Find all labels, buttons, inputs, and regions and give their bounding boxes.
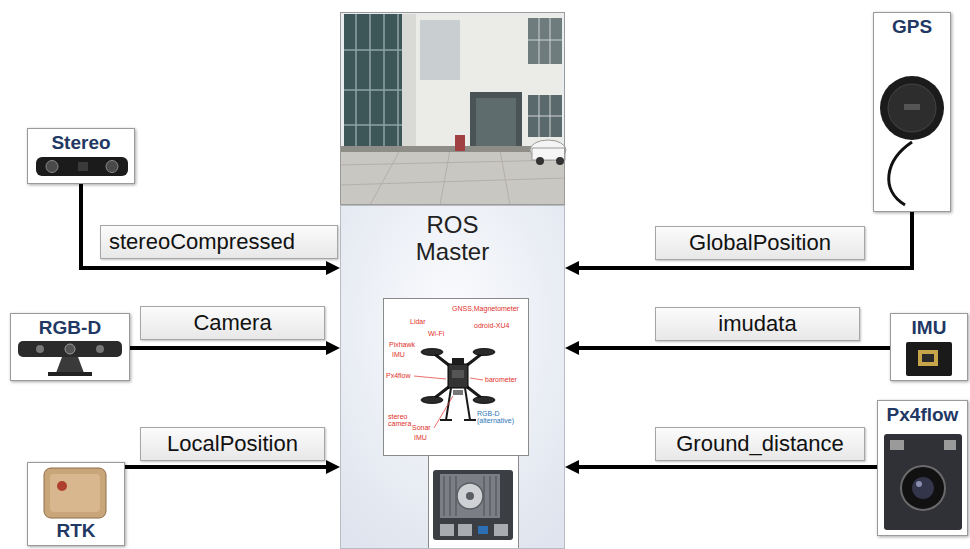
callout-text: barometer bbox=[485, 376, 517, 383]
callout-label: RGB-D (alternative) bbox=[477, 410, 526, 425]
sensor-box: GPS bbox=[873, 12, 951, 212]
topic-label-box: stereoCompressed bbox=[100, 225, 338, 259]
px4flow-board-icon bbox=[884, 434, 962, 530]
ros-master-panel: ROS Master bbox=[340, 205, 565, 549]
topic-label-box: GlobalPosition bbox=[655, 226, 865, 260]
callout-text: Lidar bbox=[410, 318, 426, 325]
callout-label: Wi-Fi bbox=[428, 330, 444, 337]
callout-text: RGB-D (alternative) bbox=[477, 410, 514, 424]
callout-text: IMU bbox=[414, 434, 427, 441]
topic-arrow bbox=[125, 465, 330, 469]
topic-label-box: Ground_distance bbox=[655, 427, 865, 461]
sensor-box: IMU bbox=[890, 313, 968, 381]
sensor-name: Px4flow bbox=[887, 404, 959, 426]
topic-arrow bbox=[575, 465, 877, 469]
building-photo bbox=[340, 12, 566, 205]
callout-text: GNSS,Magnetometer bbox=[452, 305, 519, 312]
callout-label: barometer bbox=[485, 376, 517, 383]
callout-label: Px4flow bbox=[386, 372, 411, 379]
topic-label-box: LocalPosition bbox=[140, 427, 325, 461]
drone-illustration bbox=[384, 299, 529, 456]
callout-text: IMU bbox=[392, 351, 405, 358]
sensor-name: IMU bbox=[912, 317, 947, 339]
callout-text: Wi-Fi bbox=[428, 330, 444, 337]
topic-label: imudata bbox=[718, 311, 796, 336]
sensor-box: Stereo bbox=[27, 128, 135, 184]
topic-label: stereoCompressed bbox=[109, 229, 295, 254]
topic-label: LocalPosition bbox=[167, 431, 298, 456]
odroid-board bbox=[429, 456, 519, 549]
sensor-box: Px4flow bbox=[877, 400, 968, 536]
callout-text: Pixhawk bbox=[389, 341, 415, 348]
topic-label-box: imudata bbox=[655, 307, 860, 341]
rtk-module-icon bbox=[44, 468, 106, 518]
sensor-box: RGB-D bbox=[10, 313, 130, 381]
panel-ground bbox=[340, 205, 565, 549]
stereo-camera-icon bbox=[36, 157, 128, 176]
topic-label: Camera bbox=[193, 310, 271, 335]
callout-label: GNSS,Magnetometer bbox=[452, 305, 519, 312]
callout-text: Sonar bbox=[412, 424, 431, 431]
panel-title: ROS Master bbox=[405, 212, 500, 266]
gps-antenna-icon bbox=[880, 76, 944, 205]
topic-arrow bbox=[130, 346, 330, 350]
callout-label: IMU bbox=[414, 434, 427, 441]
rgbd-camera-icon bbox=[18, 341, 122, 376]
imu-board-icon bbox=[906, 342, 952, 376]
topic-label: Ground_distance bbox=[676, 431, 844, 456]
callout-label: Pixhawk bbox=[389, 341, 415, 348]
topic-label: GlobalPosition bbox=[689, 230, 831, 255]
callout-text: odroid-XU4 bbox=[474, 322, 509, 329]
sensor-name: GPS bbox=[892, 16, 932, 38]
sensor-name: Stereo bbox=[51, 132, 110, 154]
callout-label: Sonar bbox=[412, 424, 431, 431]
callout-text: stereo camera bbox=[388, 413, 411, 427]
topic-arrow bbox=[575, 212, 912, 268]
callout-label: Lidar bbox=[410, 318, 426, 325]
callout-label: odroid-XU4 bbox=[474, 322, 509, 329]
sensor-box: RTK bbox=[27, 462, 125, 546]
topic-arrow bbox=[575, 346, 890, 350]
callout-label: IMU bbox=[392, 351, 405, 358]
topic-label-box: Camera bbox=[140, 306, 325, 340]
sensor-name: RGB-D bbox=[39, 317, 101, 339]
sensor-name: RTK bbox=[56, 520, 95, 542]
callout-text: Px4flow bbox=[386, 372, 411, 379]
